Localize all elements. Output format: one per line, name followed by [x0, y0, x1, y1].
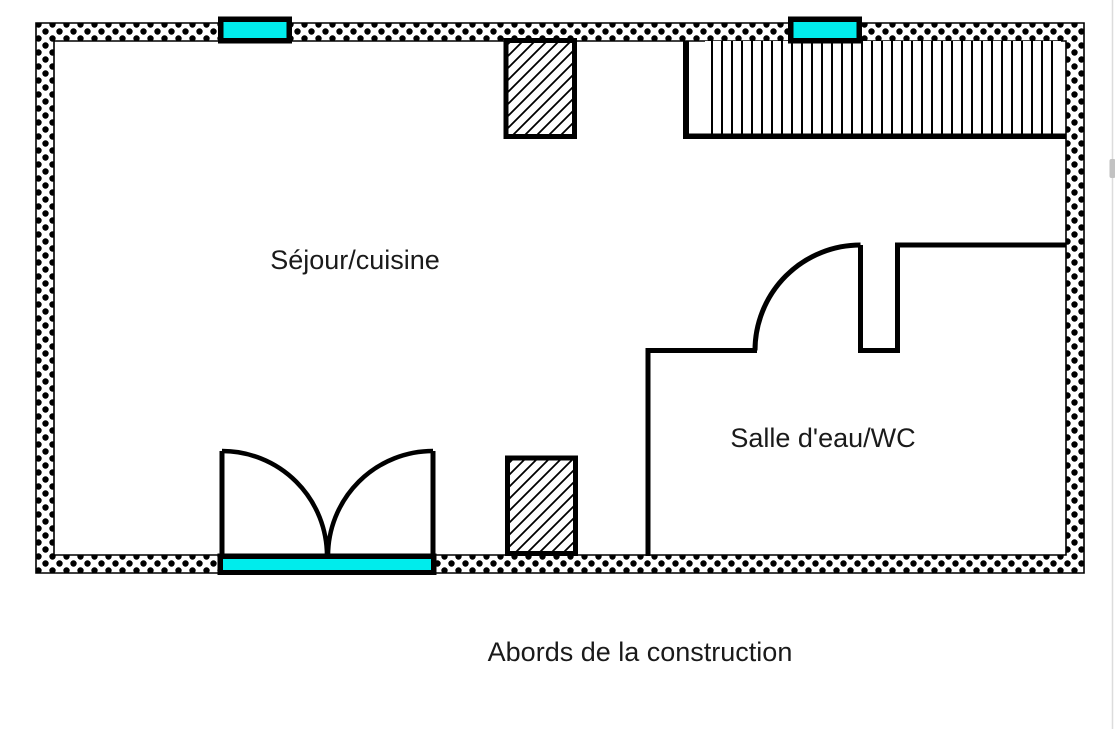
- door-swing-arc-left: [221, 448, 330, 557]
- striped-wall-bottom-border: [683, 133, 1066, 139]
- door-swing-arc-right: [325, 448, 434, 557]
- caption-abords: Abords de la construction: [488, 637, 793, 667]
- striped-wall-fill: [705, 41, 1061, 134]
- window-top-left: [218, 16, 292, 44]
- bathroom-partition: [645, 242, 1066, 556]
- hatched-pier-top: [503, 38, 577, 139]
- window-glass: [223, 22, 287, 38]
- room-label-bathroom: Salle d'eau/WC: [730, 423, 915, 453]
- entrance-double-door: [217, 448, 437, 575]
- partition-left-wall: [645, 348, 757, 556]
- scrollbar[interactable]: [1109, 0, 1115, 729]
- bathroom-door-swing-arc: [752, 242, 861, 351]
- room-label-living: Séjour/cuisine: [270, 245, 440, 275]
- striped-wall-left-border: [683, 41, 689, 139]
- window-glass: [793, 22, 857, 38]
- scrollbar-thumb[interactable]: [1109, 159, 1115, 178]
- bathroom-door-leaf-and-pier: [858, 242, 1066, 353]
- striped-wall-section: [683, 41, 1066, 139]
- door-sill-glass: [223, 559, 431, 570]
- hatched-pier-bottom: [505, 455, 578, 556]
- window-top-right: [788, 16, 862, 44]
